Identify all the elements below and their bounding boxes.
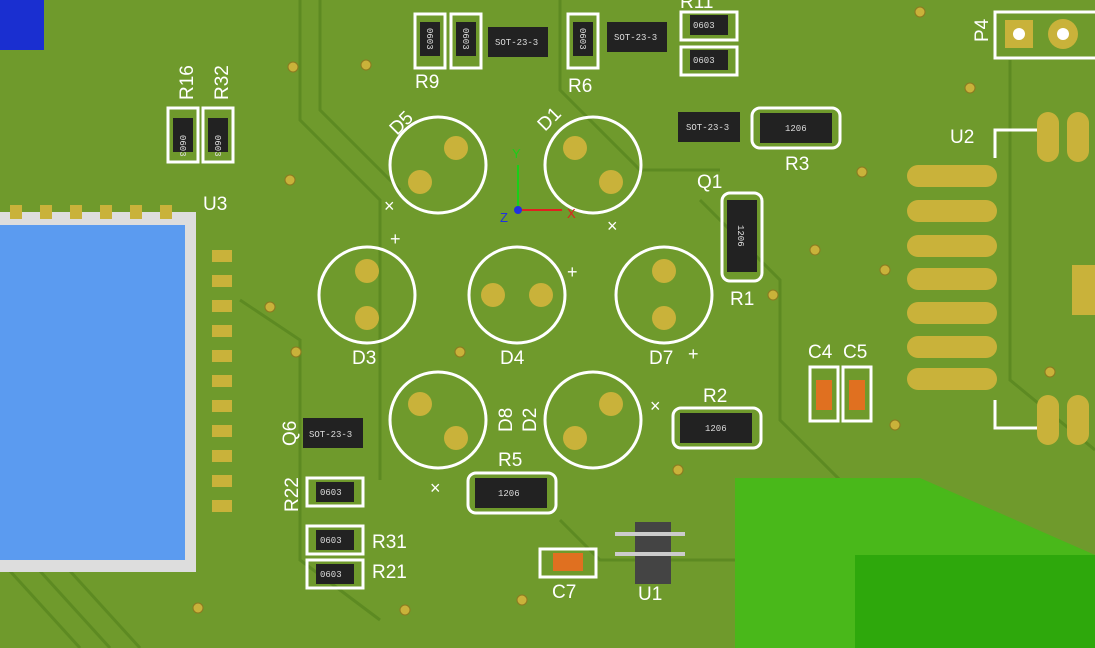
label-d3: D3 [352,348,376,369]
capacitor-c7[interactable] [538,547,598,579]
component-top-left [0,0,44,50]
axis-gizmo: Y X Z [500,146,576,225]
resistor-r11b[interactable]: 0603 [679,45,739,77]
resistor-r2[interactable]: 1206 [671,406,763,450]
axis-z-label: Z [500,210,508,225]
label-r6: R6 [568,76,592,97]
label-u1: U1 [638,584,662,605]
svg-text:1206: 1206 [705,424,727,434]
label-r3: R3 [785,154,809,175]
led-d4[interactable] [467,245,567,345]
svg-text:1206: 1206 [498,489,520,499]
label-r22: R22 [282,477,303,512]
label-r11: R11 [680,0,713,13]
plus-mark-d7: + [688,344,699,364]
resistor-r6[interactable]: 0603 [566,12,600,70]
svg-text:0603: 0603 [212,135,222,157]
resistor-r21[interactable]: 0603 [305,558,365,590]
transistor-q6[interactable]: SOT-23-3 [303,418,363,448]
label-r32: R32 [212,65,233,100]
transistor-sot-top-2[interactable]: SOT-23-3 [607,22,667,52]
cross-mark-d1: × [607,216,618,236]
led-d8[interactable] [388,370,488,470]
svg-text:SOT-23-3: SOT-23-3 [686,123,729,133]
resistor-r9[interactable]: 0603 [413,12,447,70]
label-d2: D2 [520,408,541,432]
label-q1: Q1 [697,172,722,193]
plus-mark-d4: + [567,262,578,282]
svg-text:0603: 0603 [693,21,715,31]
capacitor-c5[interactable] [841,365,873,423]
label-u2: U2 [950,127,974,148]
led-d7[interactable] [614,245,714,345]
svg-text:0603: 0603 [320,488,342,498]
svg-text:0603: 0603 [577,28,587,50]
svg-text:SOT-23-3: SOT-23-3 [614,33,657,43]
label-r9: R9 [415,72,439,93]
axis-x-label: X [567,206,576,221]
ic-u1[interactable] [615,522,685,584]
resistor-r16[interactable]: 0603 [166,106,200,164]
svg-text:0603: 0603 [320,570,342,580]
led-d2[interactable] [543,370,643,470]
connector-p4[interactable] [993,10,1095,60]
svg-text:1206: 1206 [785,124,807,134]
label-c4: C4 [808,342,833,363]
ic-u3[interactable] [0,205,232,572]
svg-text:0603: 0603 [460,28,470,50]
label-c5: C5 [843,342,867,363]
label-r21: R21 [372,562,407,583]
transistor-sot-top-1[interactable]: SOT-23-3 [488,27,548,57]
plus-mark-d3: + [390,229,401,249]
resistor-r3[interactable]: 1206 [750,106,842,150]
label-q6: Q6 [280,421,301,446]
label-r2: R2 [703,386,727,407]
svg-text:0603: 0603 [424,28,434,50]
axis-y-label: Y [512,146,521,161]
label-u3: U3 [203,194,227,215]
cross-mark-d2: × [650,396,661,416]
transistor-q1[interactable]: SOT-23-3 [678,112,740,142]
label-p4: P4 [972,18,993,42]
svg-text:SOT-23-3: SOT-23-3 [495,38,538,48]
label-d7: D7 [649,348,673,369]
svg-text:0603: 0603 [177,135,187,157]
label-r1: R1 [730,289,754,310]
label-c7: C7 [552,582,576,603]
label-d8: D8 [496,408,517,432]
svg-text:0603: 0603 [693,56,715,66]
resistor-r5[interactable]: 1206 [466,471,558,515]
led-d5[interactable] [388,115,488,215]
svg-text:0603: 0603 [320,536,342,546]
cross-mark-d5: × [384,196,395,216]
resistor-r1[interactable]: 1206 [720,191,764,283]
label-r16: R16 [177,65,198,100]
resistor-r12[interactable]: 0603 [449,12,483,70]
resistor-r22[interactable]: 0603 [305,476,365,508]
resistor-r32[interactable]: 0603 [201,106,235,164]
resistor-r31[interactable]: 0603 [305,524,365,556]
led-d1[interactable] [543,115,643,215]
svg-text:1206: 1206 [735,225,745,247]
vias [192,6,1056,616]
label-r31: R31 [372,532,407,553]
cross-mark-d8: × [430,478,441,498]
label-r5: R5 [498,450,522,471]
capacitor-c4[interactable] [808,365,840,423]
svg-text:SOT-23-3: SOT-23-3 [309,430,352,440]
connector-block[interactable] [735,478,1095,648]
ic-u2[interactable] [907,112,1095,445]
label-d4: D4 [500,348,525,369]
led-d3[interactable] [317,245,417,345]
resistor-r11[interactable]: 0603 [679,10,739,42]
